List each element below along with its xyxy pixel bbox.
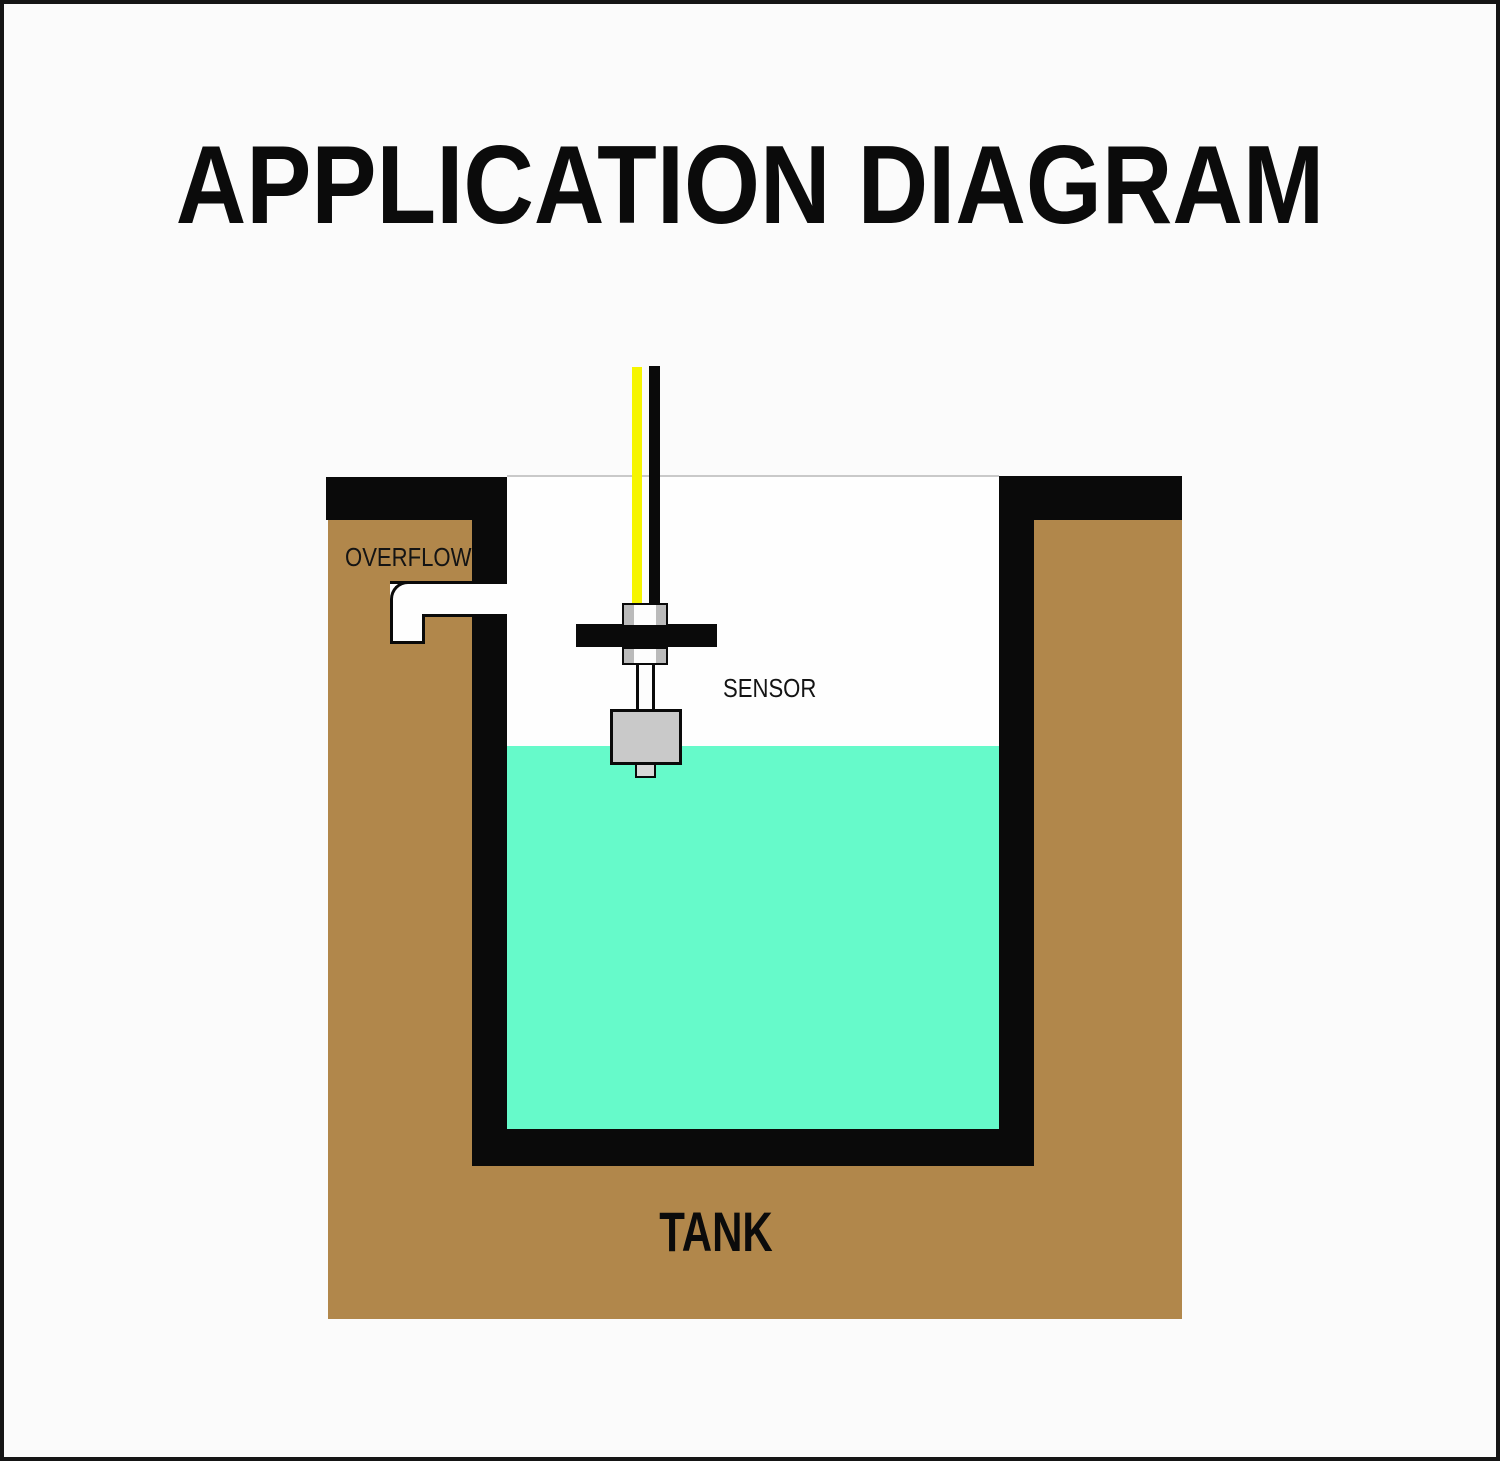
mounting-nut-lower [622,647,668,665]
tank-opening-line [507,475,999,477]
tank-label: TANK [659,1200,773,1263]
water-level [507,746,999,1129]
sensor-stem [636,665,655,710]
overflow-pipe-inner-edge [422,614,425,644]
sensor-wire-yellow [632,367,642,605]
float-body [610,709,682,765]
float-stub [635,765,656,778]
mounting-plate [576,624,717,647]
overflow-pipe-elbow [390,581,425,644]
page-title: APPLICATION DIAGRAM [175,123,1325,247]
sensor-wire-black [649,366,660,605]
sensor-label: SENSOR [723,673,817,703]
mounting-nut-upper [622,603,668,627]
overflow-label: OVERFLOW [345,542,472,572]
